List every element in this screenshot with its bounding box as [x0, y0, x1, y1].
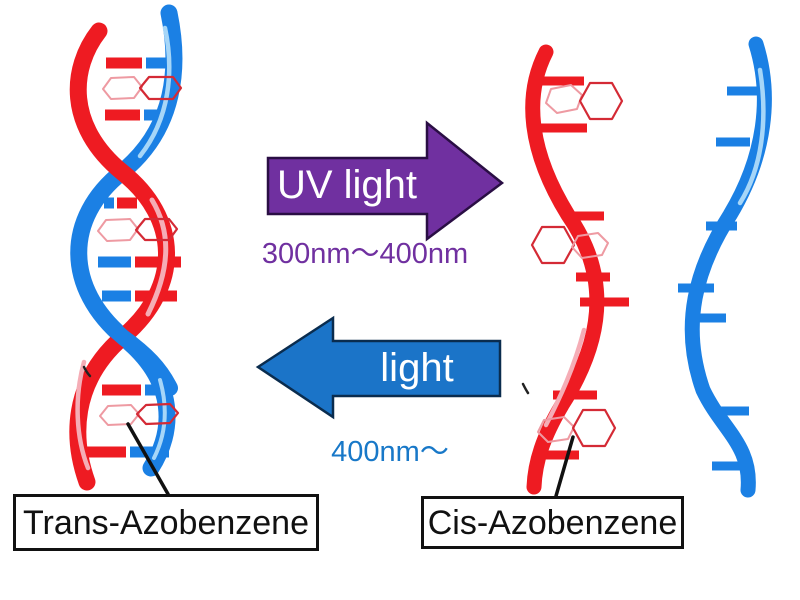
benzene-ring — [102, 76, 143, 100]
blue-backbone — [684, 36, 772, 498]
stray-mark — [82, 365, 92, 378]
cis-azobenzene-pair — [537, 408, 617, 448]
dna-double-helix — [69, 4, 183, 491]
blue-backbone-highlight — [137, 25, 172, 159]
blue-backbone-highlight — [737, 67, 766, 206]
benzene-ring — [545, 84, 583, 114]
trans-azobenzene-pair — [99, 402, 180, 426]
red-backbone — [525, 44, 605, 495]
trans-azobenzene-pair — [97, 217, 179, 242]
benzene-ring — [97, 218, 139, 242]
stray-mark — [521, 382, 530, 395]
trans-pointer-line — [126, 422, 170, 496]
red-backbone-highlight — [145, 197, 169, 317]
blue-backbone-highlight — [152, 378, 167, 460]
trans-azobenzene-pair — [102, 75, 183, 101]
uv-arrow-label: UV light — [276, 163, 418, 207]
uv-wavelength-range: 300nm〜400nm — [261, 237, 469, 270]
benzene-ring — [578, 81, 624, 121]
red-strand-rungs — [533, 76, 629, 460]
benzene-ring — [135, 402, 180, 426]
red-backbone-highlight — [75, 359, 91, 471]
red-single-strand — [525, 44, 629, 495]
trans-azobenzene-label: Trans-Azobenzene — [13, 494, 319, 551]
benzene-ring — [134, 217, 179, 242]
cis-azobenzene-pair — [530, 225, 609, 265]
cis-azobenzene-label: Cis-Azobenzene — [421, 496, 684, 549]
benzene-ring — [138, 75, 183, 101]
visible-wavelength-range: 400nm〜 — [331, 435, 449, 468]
benzene-ring — [99, 404, 140, 426]
visible-arrow-label: light — [380, 346, 454, 390]
visible-light-arrow — [255, 315, 502, 420]
benzene-ring — [571, 232, 609, 259]
blue-single-strand — [678, 36, 772, 498]
uv-light-arrow — [266, 120, 505, 242]
benzene-ring — [571, 408, 617, 448]
cis-pointer-line — [554, 435, 575, 498]
blue-backbone-over — [87, 298, 178, 396]
cis-azobenzene-pair — [545, 81, 624, 121]
red-backbone-highlight — [543, 327, 587, 428]
benzene-ring — [530, 225, 576, 265]
